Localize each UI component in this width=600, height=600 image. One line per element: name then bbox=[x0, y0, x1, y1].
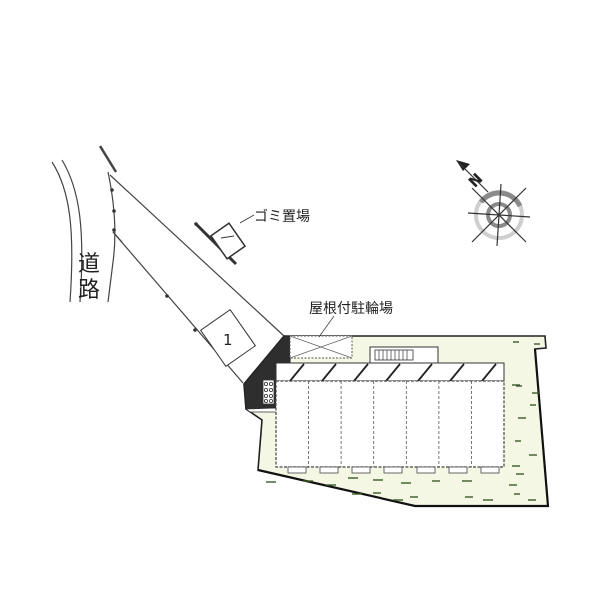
staircase bbox=[369, 346, 439, 364]
bicycle-parking-label: 屋根付駐輪場 bbox=[309, 301, 393, 317]
garbage-area bbox=[209, 214, 255, 260]
lot-boundary bbox=[98, 145, 285, 384]
road-edges bbox=[51, 159, 83, 303]
grass-marks bbox=[266, 341, 540, 501]
road-label: 道 路 bbox=[76, 252, 102, 304]
road-label-line1: 道 bbox=[77, 252, 100, 277]
corridor bbox=[275, 362, 505, 382]
mailbox-icon bbox=[262, 379, 275, 405]
property-line-west bbox=[107, 171, 116, 303]
parking-space-1 bbox=[199, 308, 257, 368]
building bbox=[275, 380, 505, 474]
bicycle-parking bbox=[289, 315, 353, 359]
road-label-line2: 路 bbox=[77, 278, 100, 303]
garbage-area-label: ゴミ置場 bbox=[254, 209, 310, 225]
compass-icon: N bbox=[456, 160, 531, 247]
parking-space-number: 1 bbox=[223, 331, 233, 349]
